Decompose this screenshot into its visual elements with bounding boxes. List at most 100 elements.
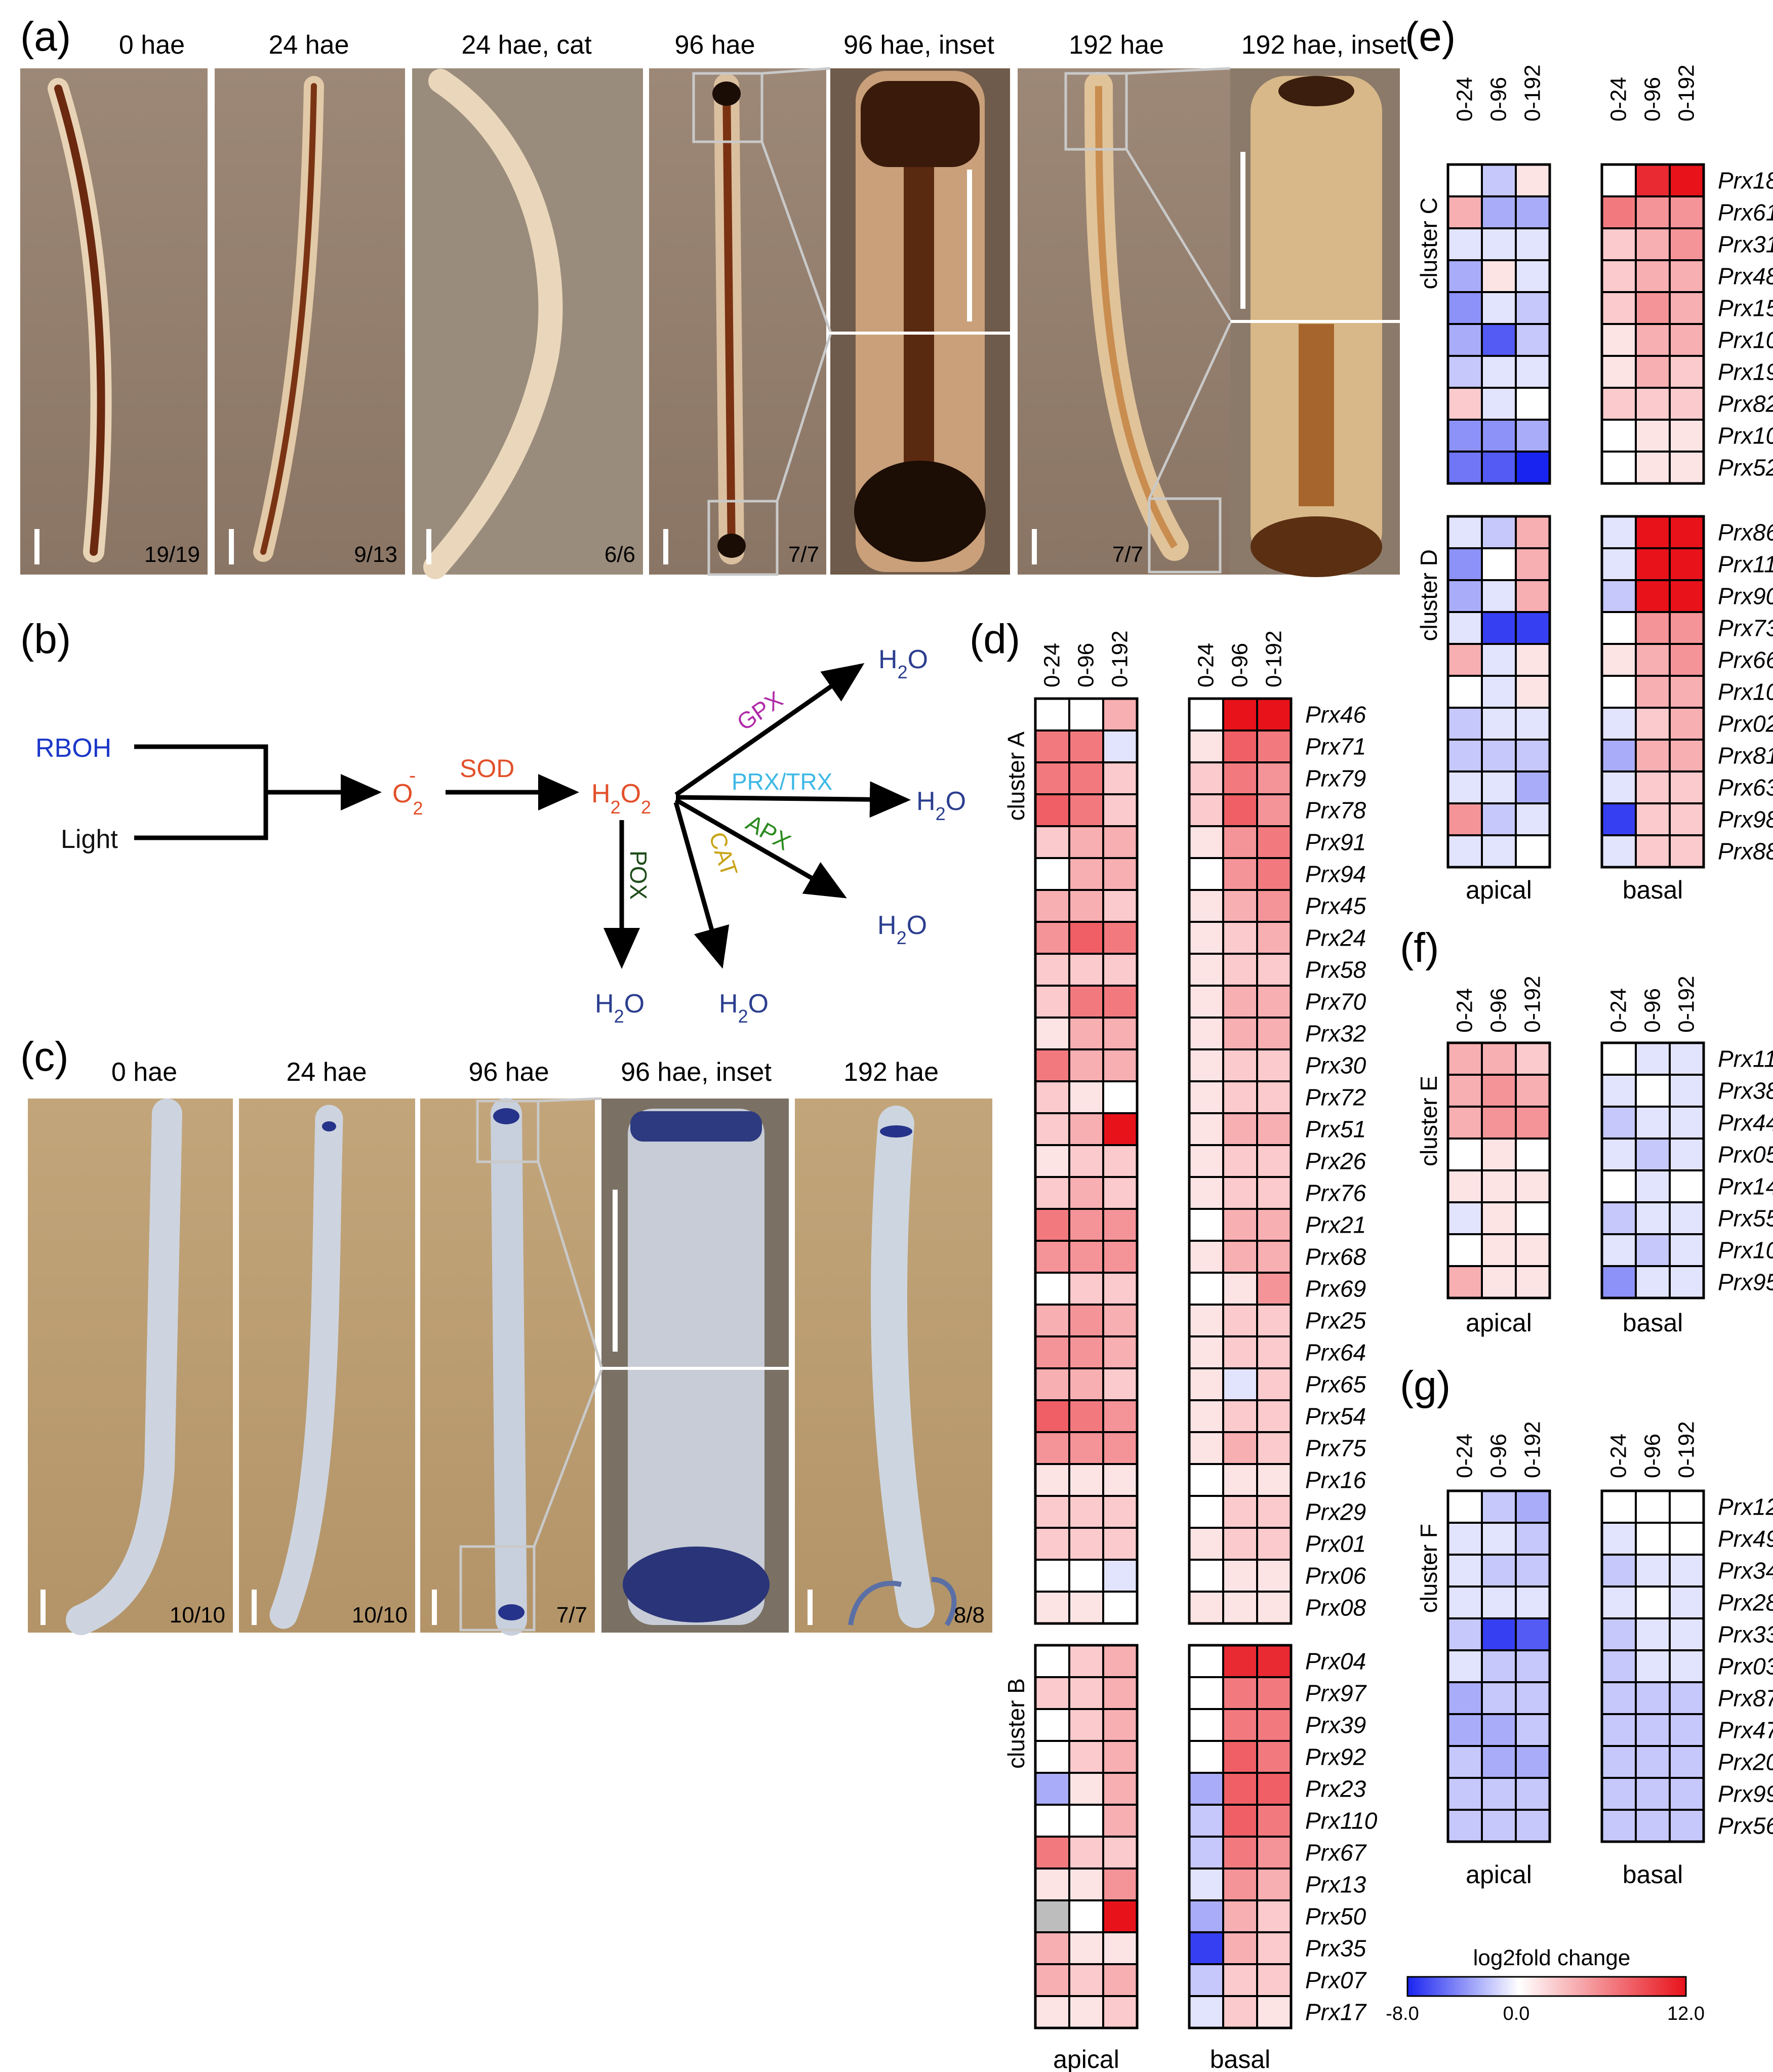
heat-cell-prx73-basal-0 <box>1601 611 1637 645</box>
heat-cell-prx21-basal-0 <box>1188 1208 1224 1242</box>
heat-cell-prx51-basal-0 <box>1188 1112 1224 1146</box>
heat-block-border-basal <box>1188 697 1293 1625</box>
heat-cell-prx46-apical-2 <box>1102 698 1138 732</box>
heat-cell-prx01-apical-1 <box>1068 1527 1104 1561</box>
heat-cell-prx35-basal-2 <box>1256 1931 1292 1965</box>
heat-cell-prx21-basal-1 <box>1222 1208 1258 1242</box>
water-cat: H2O <box>719 989 769 1027</box>
heat-cell-prx82-apical-2 <box>1515 387 1551 421</box>
heat-cell-prx92-apical-0 <box>1034 1740 1070 1774</box>
gene-label-prx13: Prx13 <box>1305 1872 1366 1898</box>
heat-cell-prx51-basal-1 <box>1222 1112 1258 1146</box>
heat-cell-prx45-basal-0 <box>1188 889 1224 923</box>
heat-cell-prx95-basal-2 <box>1669 1265 1705 1299</box>
gene-label-prx82: Prx82 <box>1718 391 1773 417</box>
heat-cell-prx67-basal-2 <box>1256 1836 1292 1870</box>
heat-cell-prx106-apical-1 <box>1481 1233 1517 1267</box>
heat-cell-prx78-apical-0 <box>1034 793 1070 827</box>
heat-cell-prx47-apical-1 <box>1481 1713 1517 1747</box>
label-apx: APX <box>742 809 795 856</box>
heat-cell-prx50-apical-1 <box>1068 1899 1104 1933</box>
heat-cell-prx26-basal-0 <box>1188 1144 1224 1178</box>
heat-cell-prx56-basal-2 <box>1669 1809 1705 1843</box>
gene-label-prx78: Prx78 <box>1305 797 1366 824</box>
heat-cell-prx39-basal-2 <box>1256 1708 1292 1742</box>
heat-cell-prx48-basal-2 <box>1669 259 1705 293</box>
gene-label-prx01: Prx01 <box>1305 1531 1366 1557</box>
heat-cell-prx23-apical-2 <box>1102 1772 1138 1806</box>
heat-cell-prx55-basal-1 <box>1635 1201 1671 1235</box>
heat-cell-prx72-basal-1 <box>1222 1080 1258 1114</box>
heat-cell-prx61-basal-2 <box>1669 195 1705 229</box>
heat-cell-prx97-basal-1 <box>1222 1676 1258 1710</box>
gene-label-prx102: Prx102 <box>1718 679 1773 705</box>
gene-label-prx87: Prx87 <box>1718 1685 1773 1712</box>
heat-cell-prx39-basal-1 <box>1222 1708 1258 1742</box>
heat-cell-prx32-basal-2 <box>1256 1017 1292 1050</box>
heat-cell-prx47-apical-0 <box>1447 1713 1483 1747</box>
heat-cell-prx75-apical-0 <box>1034 1431 1070 1465</box>
heat-cell-prx06-apical-2 <box>1102 1559 1138 1593</box>
heat-cell-prx19-basal-1 <box>1635 355 1671 389</box>
heat-cell-prx92-apical-2 <box>1102 1740 1138 1774</box>
heat-cell-prx06-basal-2 <box>1256 1559 1292 1593</box>
heat-cell-prx18-basal-1 <box>1635 164 1671 197</box>
heat-cell-prx95-apical-1 <box>1481 1265 1517 1299</box>
heat-cell-prx31-basal-2 <box>1669 227 1705 261</box>
heat-cell-prx56-apical-2 <box>1515 1809 1551 1843</box>
tissue-label-g-1: basal <box>1623 1860 1683 1889</box>
heat-cell-prx31-apical-2 <box>1515 227 1551 261</box>
heat-cell-prx92-basal-2 <box>1256 1740 1292 1774</box>
heat-cell-prx72-apical-2 <box>1102 1080 1138 1114</box>
heat-cell-prx110-basal-0 <box>1188 1804 1224 1838</box>
heat-cell-prx29-basal-2 <box>1256 1495 1292 1529</box>
heat-cell-prx110-apical-1 <box>1068 1804 1104 1838</box>
heat-cell-prx16-basal-0 <box>1188 1463 1224 1497</box>
gene-label-prx32: Prx32 <box>1305 1021 1366 1047</box>
heat-cell-prx04-basal-2 <box>1256 1644 1292 1678</box>
heat-cell-prx05-basal-0 <box>1601 1137 1637 1171</box>
heat-cell-prx99-apical-1 <box>1481 1777 1517 1811</box>
heat-cell-prx86-basal-0 <box>1601 515 1637 549</box>
panel-c-title-4: 192 hae <box>843 1058 939 1087</box>
heat-cell-prx97-apical-2 <box>1102 1676 1138 1710</box>
heat-cell-prx69-basal-2 <box>1256 1272 1292 1306</box>
heat-cell-prx92-apical-1 <box>1068 1740 1104 1774</box>
heat-cell-prx88-apical-2 <box>1515 834 1551 868</box>
heat-cell-prx35-apical-1 <box>1068 1931 1104 1965</box>
heat-cell-prx87-basal-2 <box>1669 1681 1705 1715</box>
heat-cell-prx111-apical-1 <box>1481 547 1517 581</box>
heat-cell-prx99-apical-2 <box>1515 1777 1551 1811</box>
panel-c-letter: (c) <box>20 1034 69 1080</box>
heat-cell-prx92-basal-0 <box>1188 1740 1224 1774</box>
heat-cell-prx87-apical-1 <box>1481 1681 1517 1715</box>
column-header-f-0-2: 0-192 <box>1520 976 1545 1033</box>
heat-cell-prx13-apical-2 <box>1102 1867 1138 1901</box>
heat-cell-prx14-apical-2 <box>1515 1169 1551 1203</box>
heat-cell-prx66-basal-1 <box>1635 643 1671 677</box>
heat-cell-prx02-basal-0 <box>1601 707 1637 741</box>
cluster-label-cluster-b: cluster B <box>1003 1678 1029 1769</box>
water-apx: H2O <box>877 911 927 948</box>
heat-cell-prx52-apical-1 <box>1481 451 1517 484</box>
heat-cell-prx44-basal-0 <box>1601 1106 1637 1140</box>
heat-cell-prx76-apical-1 <box>1068 1176 1104 1210</box>
h2o2: H2O2 <box>591 779 651 818</box>
heat-cell-prx73-apical-0 <box>1447 611 1483 645</box>
heat-cell-prx98-basal-1 <box>1635 802 1671 836</box>
heat-cell-prx92-basal-1 <box>1222 1740 1258 1774</box>
heat-cell-prx97-basal-2 <box>1256 1676 1292 1710</box>
heat-cell-prx81-basal-2 <box>1669 739 1705 773</box>
heat-cell-prx68-apical-1 <box>1068 1240 1104 1274</box>
heat-cell-prx63-apical-0 <box>1447 770 1483 804</box>
heat-cell-prx46-basal-0 <box>1188 698 1224 732</box>
water-gpx: H2O <box>878 645 928 682</box>
heat-cell-prx18-apical-2 <box>1515 164 1551 197</box>
heat-cell-prx34-apical-2 <box>1515 1554 1551 1588</box>
heat-cell-prx24-apical-1 <box>1068 921 1104 955</box>
heat-cell-prx15-basal-2 <box>1669 291 1705 325</box>
heat-cell-prx69-basal-0 <box>1188 1272 1224 1306</box>
heat-cell-prx65-basal-2 <box>1256 1367 1292 1401</box>
heat-cell-prx02-basal-1 <box>1635 707 1671 741</box>
